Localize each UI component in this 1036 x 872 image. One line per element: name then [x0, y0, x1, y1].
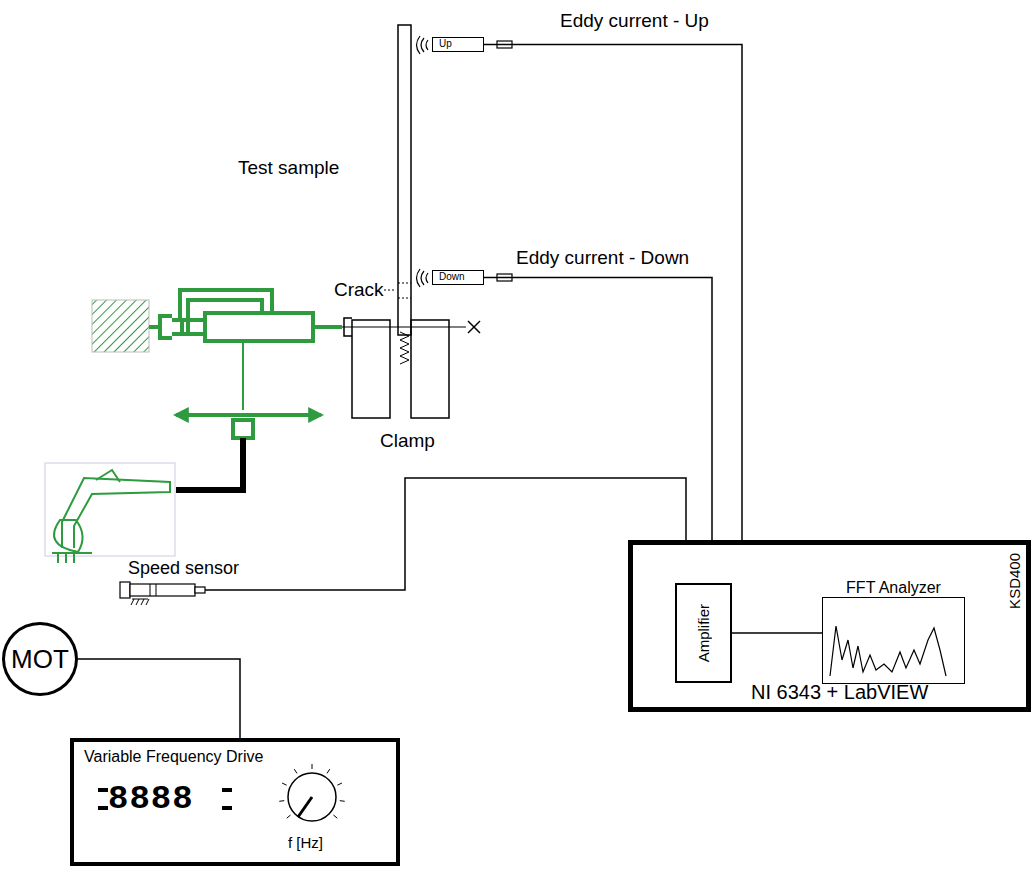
- excavator-icon: [45, 463, 175, 556]
- vfd-box: Variable Frequency Drive 8888 f [Hz]: [70, 738, 400, 866]
- test-sample: [398, 283, 411, 284]
- speed-sensor-symbol: [150, 584, 151, 596]
- hydraulic-actuator: [92, 290, 342, 490]
- clamp: [342, 326, 466, 327]
- clamp: [400, 332, 409, 364]
- fft-analyzer-box: FFT Analyzer: [822, 597, 965, 684]
- speed-sensor-symbol: [120, 582, 205, 605]
- null: [340, 800, 345, 802]
- node-text: f [Hz]: [288, 834, 323, 851]
- clamp: [468, 321, 480, 333]
- hydraulic-actuator: [92, 300, 149, 352]
- clamp: [352, 320, 390, 418]
- hydraulic-actuator: [172, 300, 262, 334]
- test-sample: [384, 290, 396, 291]
- fft-spectrum: [830, 626, 946, 676]
- daq-box: KSD400 NI 6343 + LabVIEW Amplifier FFT Anal…: [628, 540, 1031, 712]
- part-label: Eddy current - Down: [516, 247, 689, 269]
- speed-sensor-symbol: [156, 584, 157, 596]
- vfd-controls: [288, 773, 336, 821]
- signal-wire: [732, 632, 822, 634]
- signal-wire: [484, 278, 712, 541]
- part-label: Crack: [334, 279, 384, 301]
- speed-sensor-symbol: [195, 587, 205, 593]
- eddy-probe-down: [417, 269, 429, 287]
- node-text: MOT: [11, 644, 69, 675]
- null: [337, 783, 342, 785]
- excavator-icon: [96, 470, 120, 482]
- excavator-icon: [45, 463, 175, 563]
- signal-wire: [205, 478, 686, 590]
- clamp: [344, 318, 352, 336]
- excavator-icon: [54, 520, 83, 552]
- clamp: [342, 318, 480, 418]
- node-text: KSD400: [1006, 553, 1023, 609]
- speed-sensor-symbol: [120, 582, 130, 598]
- null: [294, 769, 297, 773]
- null: [282, 783, 287, 785]
- node-text: NI 6343 + LabVIEW: [751, 681, 928, 704]
- clamp: [411, 320, 449, 418]
- null: [333, 815, 337, 818]
- clamp: [468, 321, 480, 333]
- hydraulic-actuator: [182, 320, 205, 334]
- amplifier-box: Amplifier: [675, 583, 732, 683]
- node-text: Amplifier: [695, 604, 712, 662]
- part-label: Eddy current - Up: [560, 10, 709, 32]
- eddy-sensor: Up: [432, 37, 484, 52]
- eddy-sensor: Down: [432, 270, 484, 285]
- node-text: Speed sensor: [128, 558, 239, 578]
- part-label: Test sample: [238, 157, 339, 179]
- eddy-probe-up: [417, 36, 429, 54]
- node-text: Up: [439, 38, 477, 50]
- hydraulic-actuator: [205, 313, 313, 341]
- test-sample: [384, 25, 411, 335]
- hydraulic-actuator: [233, 420, 253, 438]
- hydraulic-actuator: [176, 413, 321, 417]
- node-text: Down: [439, 271, 477, 283]
- speed-sensor-symbol: [131, 599, 149, 605]
- signal-wire: [78, 659, 240, 738]
- null: [312, 764, 313, 769]
- node-text: 8888: [108, 780, 194, 818]
- hydraulic-actuator: [242, 341, 244, 410]
- hydraulic-actuator: [313, 325, 342, 329]
- test-sample: [398, 25, 411, 335]
- fft-spectrum: [830, 626, 946, 676]
- null: [327, 769, 330, 773]
- null: [279, 800, 284, 802]
- node-text: Variable Frequency Drive: [84, 748, 263, 766]
- motor-circle: MOT: [2, 622, 78, 696]
- signal-wire: [484, 45, 742, 541]
- speed-sensor: Speed sensor: [120, 580, 205, 600]
- excavator-icon: [62, 478, 170, 548]
- test-sample: [398, 298, 411, 299]
- hydraulic-actuator: [176, 438, 243, 490]
- null: [279, 764, 344, 818]
- excavator-icon: [52, 553, 92, 563]
- vfd-controls: [98, 764, 345, 821]
- vfd-controls: [298, 797, 312, 817]
- null: [287, 815, 291, 818]
- speed-sensor-symbol: [130, 584, 195, 596]
- part-label: Clamp: [380, 430, 435, 452]
- hydraulic-actuator: [160, 316, 172, 338]
- node-text: FFT Analyzer: [846, 579, 941, 597]
